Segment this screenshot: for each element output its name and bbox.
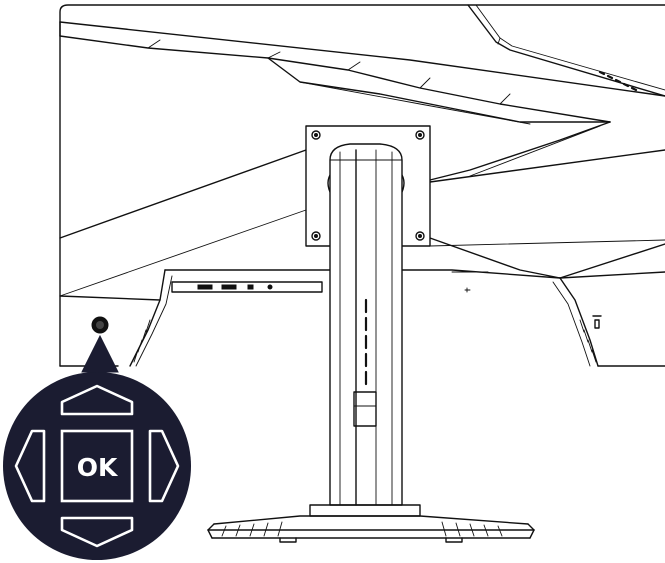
stand-base	[207, 504, 535, 543]
joystick-callout: OK	[3, 334, 191, 560]
joystick-ok-label: OK	[77, 453, 119, 482]
joystick-up-arrow	[60, 384, 134, 416]
joystick-ok-button	[60, 429, 134, 503]
joystick-badge	[3, 372, 191, 560]
stand-neck	[327, 143, 405, 506]
joystick-right-arrow	[148, 429, 180, 503]
monitor-back-panel	[59, 4, 665, 367]
joystick-down-arrow	[60, 516, 134, 548]
joystick-left-arrow	[14, 429, 46, 503]
